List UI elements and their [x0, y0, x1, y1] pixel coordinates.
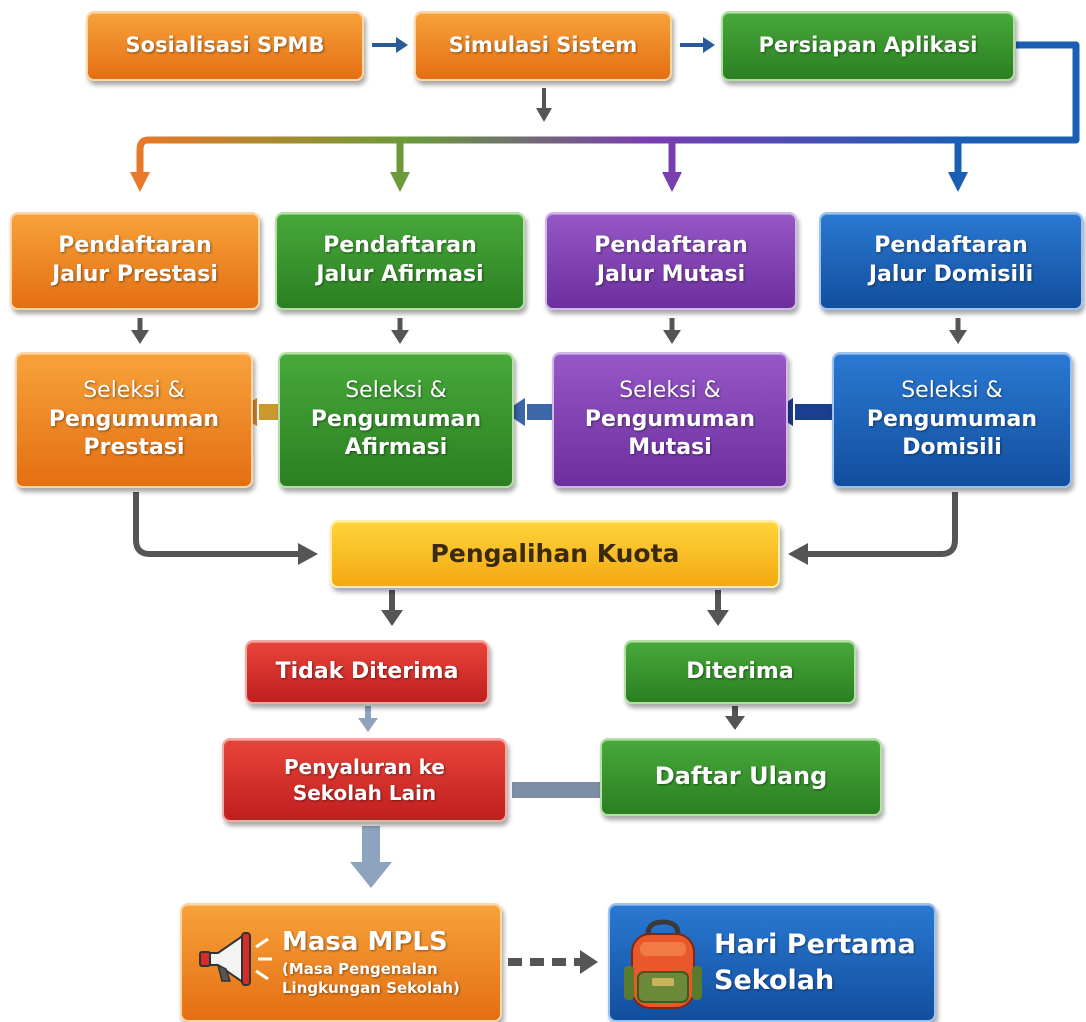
box-label-line2: Sekolah Lain: [292, 781, 437, 805]
box-label-line1: Penyaluran ke: [284, 755, 445, 779]
box-pendaftaran-afirmasi: Pendaftaran Jalur Afirmasi: [275, 212, 525, 310]
branch-distribution-bar: [130, 136, 968, 192]
mpls-subtitle-line1: (Masa Pengenalan: [282, 959, 438, 978]
box-label-line2: Sekolah: [714, 964, 835, 996]
arrow-domisili-to-kuota: [788, 492, 958, 565]
arrow-simulasi-down: [536, 88, 552, 122]
box-pendaftaran-mutasi: Pendaftaran Jalur Mutasi: [545, 212, 797, 310]
box-persiapan-aplikasi: Persiapan Aplikasi: [721, 11, 1015, 81]
box-label-line3: Afirmasi: [344, 435, 448, 461]
box-label-line1: Pendaftaran: [58, 233, 212, 259]
box-label-line2: Jalur Domisili: [868, 262, 1034, 287]
box-pendaftaran-domisili: Pendaftaran Jalur Domisili: [819, 212, 1083, 310]
box-label-line3: Mutasi: [628, 435, 712, 461]
mpls-title: Masa MPLS: [282, 927, 448, 958]
box-label: Daftar Ulang: [654, 762, 828, 791]
box-label-line2: Pengumuman: [48, 406, 220, 432]
box-label-line1: Pendaftaran: [594, 233, 748, 259]
box-label-line2: Jalur Mutasi: [596, 262, 746, 287]
box-seleksi-afirmasi: Seleksi & Pengumuman Afirmasi: [278, 352, 514, 488]
megaphone-icon: [199, 932, 272, 986]
box-label-line1: Seleksi &: [901, 378, 1003, 404]
box-label-line1: Pendaftaran: [323, 233, 477, 259]
box-label: Diterima: [686, 658, 794, 684]
box-label-line2: Pengumuman: [584, 406, 756, 432]
box-daftar-ulang: Daftar Ulang: [600, 738, 882, 816]
arrow-mpls-to-hari-pertama: [508, 950, 598, 974]
arrow-tidak-diterima-down: [358, 706, 378, 732]
box-label-line2: Jalur Afirmasi: [316, 262, 484, 287]
backpack-icon: [624, 919, 702, 1009]
arrow-penyaluran-to-mpls: [350, 826, 392, 888]
box-penyaluran-sekolah-lain: Penyaluran ke Sekolah Lain: [222, 738, 507, 822]
box-label-line3: Domisili: [902, 435, 1002, 461]
box-seleksi-prestasi: Seleksi & Pengumuman Prestasi: [15, 352, 253, 488]
arrow-mutasi-to-afirmasi: [500, 394, 556, 430]
box-simulasi-sistem: Simulasi Sistem: [414, 11, 672, 81]
box-seleksi-mutasi: Seleksi & Pengumuman Mutasi: [552, 352, 788, 488]
box-label-line2: Jalur Prestasi: [52, 262, 218, 287]
arrows-pendaftaran-to-seleksi: [131, 318, 967, 344]
arrows-kuota-to-results: [381, 590, 729, 626]
box-label-line2: Pengumuman: [866, 406, 1038, 432]
box-label-line3: Prestasi: [83, 435, 185, 461]
arrow-prestasi-to-kuota: [133, 492, 318, 565]
box-sosialisasi-spmb: Sosialisasi SPMB: [86, 11, 364, 81]
box-label-line1: Pendaftaran: [874, 233, 1028, 259]
box-label-line1: Seleksi &: [619, 378, 721, 404]
box-diterima: Diterima: [624, 640, 856, 704]
box-label-line1: Hari Pertama: [714, 929, 916, 961]
box-label: Simulasi Sistem: [448, 33, 638, 58]
arrow-sosialisasi-to-simulasi: [372, 37, 408, 53]
box-pengalihan-kuota: Pengalihan Kuota: [330, 520, 780, 588]
box-label-line2: Pengumuman: [310, 406, 482, 432]
box-seleksi-domisili: Seleksi & Pengumuman Domisili: [832, 352, 1072, 488]
mpls-subtitle-line2: Lingkungan Sekolah): [282, 979, 460, 998]
arrow-persiapan-loop: [960, 41, 1080, 144]
box-label-line1: Seleksi &: [83, 378, 185, 404]
box-tidak-diterima: Tidak Diterima: [245, 640, 489, 704]
box-label: Persiapan Aplikasi: [758, 33, 978, 58]
box-label-line1: Seleksi &: [345, 378, 447, 404]
arrow-simulasi-to-persiapan: [680, 37, 715, 53]
box-pendaftaran-prestasi: Pendaftaran Jalur Prestasi: [10, 212, 260, 310]
box-label: Sosialisasi SPMB: [125, 33, 325, 58]
box-label: Pengalihan Kuota: [430, 538, 680, 568]
arrow-diterima-down: [725, 706, 745, 730]
box-label: Tidak Diterima: [275, 658, 459, 684]
